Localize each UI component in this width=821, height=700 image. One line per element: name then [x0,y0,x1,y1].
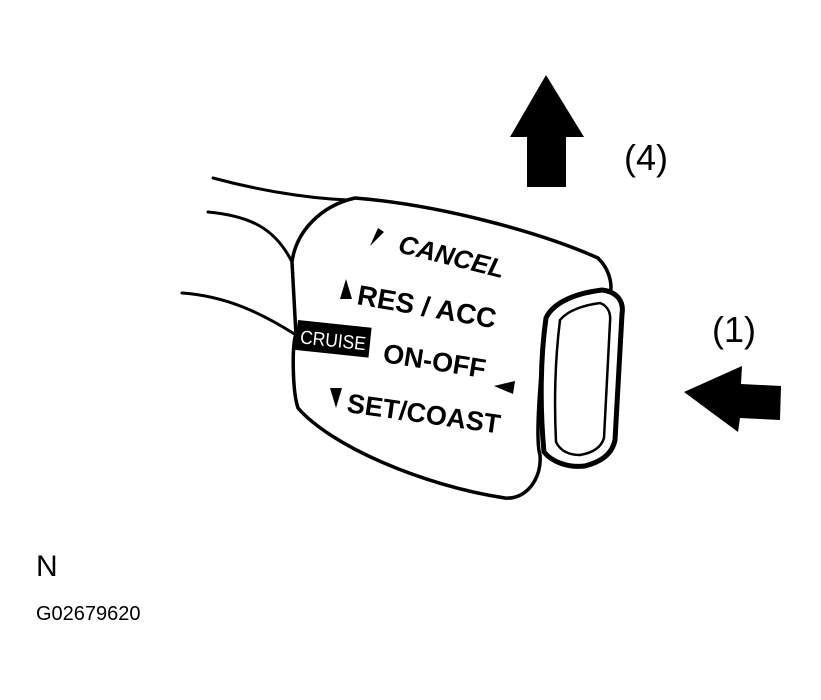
res-acc-up-arrow-icon [340,279,352,299]
set-coast-down-arrow-icon [330,388,342,408]
on-off-pointer-icon [494,381,515,394]
figure-id: G02679620 [36,603,141,625]
cruise-badge: CRUISE [294,320,372,358]
cruise-push-button [538,287,625,469]
lever-stalk [180,176,350,337]
callout-4: (4) [624,137,668,178]
callout-1: (1) [712,309,756,350]
figure-code: N [36,550,58,583]
up-arrow-icon [510,75,584,187]
cancel-arrow-icon [370,228,384,246]
left-arrow-icon [684,366,781,432]
